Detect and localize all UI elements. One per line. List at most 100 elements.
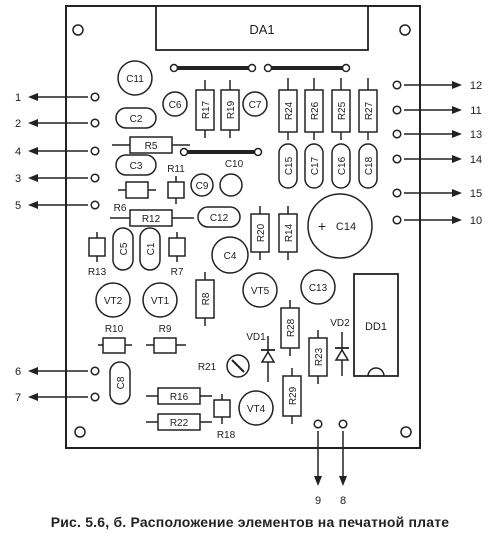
diode-vd1: VD1	[246, 332, 276, 382]
capacitor-c14: + C14	[307, 193, 373, 259]
resistor-r18: R18	[213, 394, 236, 441]
resistor-r17: R17	[195, 80, 215, 138]
svg-text:7: 7	[15, 392, 21, 404]
terminal-4: 4	[15, 146, 100, 158]
transistor-vt2: VT2	[95, 282, 131, 318]
svg-text:9: 9	[315, 495, 321, 507]
svg-text:R20: R20	[256, 223, 267, 242]
svg-text:VD1: VD1	[246, 332, 266, 343]
capacitor-c11: C11	[117, 60, 153, 96]
resistor-r28: R28	[280, 300, 300, 356]
svg-text:8: 8	[340, 495, 346, 507]
resistor-r29: R29	[282, 368, 302, 424]
capacitor-c10: C10	[219, 159, 244, 197]
svg-text:R25: R25	[337, 101, 348, 120]
jumper-pads	[169, 63, 351, 157]
svg-text:R23: R23	[314, 347, 325, 366]
figure-caption: Рис. 5.6, б. Расположение элементов на п…	[50, 514, 450, 530]
svg-text:5: 5	[15, 200, 21, 212]
terminal-6: 6	[15, 366, 100, 378]
transistor-vt5: VT5	[242, 272, 278, 308]
svg-text:C18: C18	[364, 156, 375, 175]
resistor-r5: R5	[112, 136, 190, 154]
svg-text:C14: C14	[336, 221, 356, 233]
terminal-3: 3	[15, 173, 100, 185]
svg-text:R5: R5	[145, 141, 158, 152]
resistor-r6: R6	[114, 181, 156, 214]
svg-text:R9: R9	[159, 324, 172, 335]
resistor-r24: R24	[278, 78, 298, 140]
resistor-r7: R7	[168, 232, 186, 278]
capacitor-c2: C2	[115, 107, 157, 129]
resistor-r8: R8	[195, 272, 215, 326]
capacitor-c17: C17	[304, 143, 324, 189]
resistor-r21: R21	[198, 354, 250, 378]
svg-text:R12: R12	[142, 214, 161, 225]
svg-text:13: 13	[470, 129, 482, 141]
svg-text:1: 1	[15, 92, 21, 104]
svg-text:C4: C4	[224, 251, 237, 262]
terminal-12: 12	[392, 80, 482, 92]
svg-text:C3: C3	[130, 161, 143, 172]
svg-text:C11: C11	[126, 74, 144, 85]
svg-text:3: 3	[15, 173, 21, 185]
svg-text:R28: R28	[286, 318, 297, 337]
svg-text:R7: R7	[171, 267, 184, 278]
capacitor-c6: C6	[162, 91, 188, 117]
capacitor-c1: C1	[139, 227, 161, 271]
capacitor-c9: C9	[190, 173, 214, 197]
mounting-hole	[399, 24, 411, 36]
terminal-13: 13	[392, 129, 482, 141]
resistor-r11: R11	[167, 164, 185, 204]
svg-text:C1: C1	[146, 242, 157, 255]
resistor-r9: R9	[146, 324, 186, 354]
capacitor-c18: C18	[358, 143, 378, 189]
mounting-hole	[74, 426, 86, 438]
svg-text:R27: R27	[364, 101, 375, 120]
chip-dd1-label: DD1	[365, 321, 387, 333]
polarity-plus: +	[318, 218, 326, 234]
svg-text:VD2: VD2	[330, 318, 350, 329]
svg-text:R10: R10	[105, 324, 124, 335]
svg-text:C9: C9	[196, 181, 209, 192]
svg-text:6: 6	[15, 366, 21, 378]
svg-text:VT4: VT4	[247, 404, 266, 415]
svg-text:VT5: VT5	[251, 286, 270, 297]
svg-text:R16: R16	[170, 392, 189, 403]
svg-text:R18: R18	[217, 430, 236, 441]
right-terminals: 12 11 13 14 15	[392, 80, 482, 227]
svg-text:C6: C6	[169, 100, 182, 111]
svg-text:VT1: VT1	[151, 296, 170, 307]
terminal-9: 9	[313, 419, 323, 507]
svg-text:C15: C15	[284, 156, 295, 175]
bottom-terminals: 9 8	[313, 419, 348, 507]
resistor-r13: R13	[88, 232, 107, 278]
left-terminals: 1 2 4 3 5 6	[15, 92, 100, 404]
svg-text:C13: C13	[309, 283, 328, 294]
terminal-8: 8	[338, 419, 348, 507]
resistor-r16: R16	[146, 387, 212, 405]
terminal-1: 1	[15, 92, 100, 104]
resistor-r19: R19	[220, 80, 240, 138]
mounting-holes	[72, 24, 412, 438]
capacitor-c15: C15	[278, 143, 298, 189]
svg-text:15: 15	[470, 188, 482, 200]
terminal-5: 5	[15, 200, 100, 212]
terminal-7: 7	[15, 392, 100, 404]
terminal-10: 10	[392, 215, 482, 227]
svg-text:R14: R14	[284, 223, 295, 242]
svg-text:R6: R6	[114, 203, 127, 214]
terminal-15: 15	[392, 188, 482, 200]
transistor-vt1: VT1	[142, 282, 178, 318]
resistor-r12: R12	[110, 209, 194, 227]
terminal-2: 2	[15, 118, 100, 130]
svg-text:2: 2	[15, 118, 21, 130]
capacitor-c16: C16	[331, 143, 351, 189]
svg-text:R13: R13	[88, 267, 107, 278]
svg-text:R22: R22	[170, 418, 189, 429]
chip-da1: DA1	[155, 5, 369, 51]
svg-text:R24: R24	[284, 101, 295, 120]
svg-text:C16: C16	[337, 156, 348, 175]
svg-text:VT2: VT2	[104, 296, 123, 307]
mounting-hole	[400, 426, 412, 438]
